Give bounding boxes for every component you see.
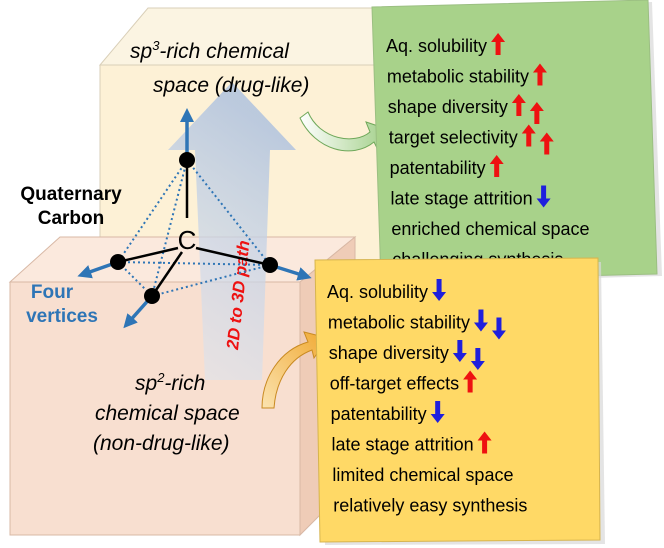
yellow-panel-item-1: metabolic stability [328,313,470,333]
green-panel-item-5-down-arrow-0-icon [536,185,551,208]
vertices-label-line2: vertices [26,306,98,327]
tetrahedral-carbon: C [77,108,312,329]
yellow-panel-items: Aq. solubility metabolic stability shape d… [327,279,527,516]
yellow-panel-item-4: patentability [331,404,427,424]
yellow-panel-item-5-up-arrow-0-icon [477,431,492,454]
yellow-panel-item-1-down-arrow-0-icon [473,309,488,332]
sp3-label-line1: sp3-rich chemical [130,38,290,63]
carbon-bonds [117,160,271,297]
yellow-panel-item-1-down-arrow-1-icon [491,317,506,340]
yellow-panel-item-3: off-target effects [330,374,459,394]
yellow-panel-item-6: limited chemical space [332,465,513,485]
green-panel-item-6: enriched chemical space [391,219,589,239]
green-panel-item-2-up-arrow-1-icon [529,102,544,124]
vertex-atom-bottom [144,288,160,304]
yellow-panel-item-2-down-arrow-1-icon [470,348,485,370]
yellow-panel-item-4-down-arrow-0-icon [430,401,445,423]
green-panel-item-3: target selectivity [389,128,518,148]
sp3-label-line2: space (drug-like) [153,74,309,97]
carbon-atom-label: C [178,225,197,255]
yellow-panel-item-0-down-arrow-0-icon [432,279,447,301]
green-panel-item-0-up-arrow-0-icon [491,33,506,55]
yellow-panel-item-3-up-arrow-0-icon [463,370,478,393]
sp2-label-line2: chemical space [95,402,240,425]
yellow-panel-item-2: shape diversity [329,343,449,363]
sp2-label-line3: (non-drug-like) [93,432,230,455]
sp2-label-line1: sp2-rich [135,370,205,395]
yellow-panel-bg [314,257,601,543]
green-panel-item-3-up-arrow-1-icon [539,132,554,155]
green-panel-item-2: shape diversity [388,97,508,117]
vertex-atom-left [110,254,126,270]
green-panel-item-2-up-arrow-0-icon [511,94,526,116]
green-panel-bg [371,0,658,282]
green-panel: Aq. solubility metabolic stability shape d… [371,0,662,284]
sp2-label: sp2-rich chemical space (non-drug-like) [93,370,240,455]
sp3-label: sp3-rich chemical space (drug-like) [130,38,309,97]
yellow-panel: Aq. solubility metabolic stability shape d… [314,257,605,545]
green-panel-item-4-up-arrow-0-icon [489,155,504,177]
vertex-atom-right [262,257,278,273]
green-panel-item-0: Aq. solubility [386,36,487,56]
yellow-panel-item-2-down-arrow-0-icon [452,340,467,362]
quaternary-label-line2: Carbon [38,208,105,229]
green-panel-item-4: patentability [390,158,486,178]
vertex-atom-top [179,152,195,168]
yellow-panel-item-5: late stage attrition [332,435,474,455]
yellow-panel-item-0: Aq. solubility [327,282,428,302]
green-panel-item-3-up-arrow-0-icon [521,124,536,147]
green-panel-item-1: metabolic stability [387,67,529,87]
tetrahedron-dotted-edges [117,159,271,297]
green-panel-item-1-up-arrow-0-icon [532,63,547,86]
green-panel-item-5: late stage attrition [391,189,533,209]
path-arrow-shape [168,82,296,380]
quaternary-label-line1: Quaternary [20,184,122,205]
yellow-panel-item-7: relatively easy synthesis [333,496,527,516]
vertex-atoms [110,152,278,304]
vertices-label-line1: Four [31,282,74,303]
